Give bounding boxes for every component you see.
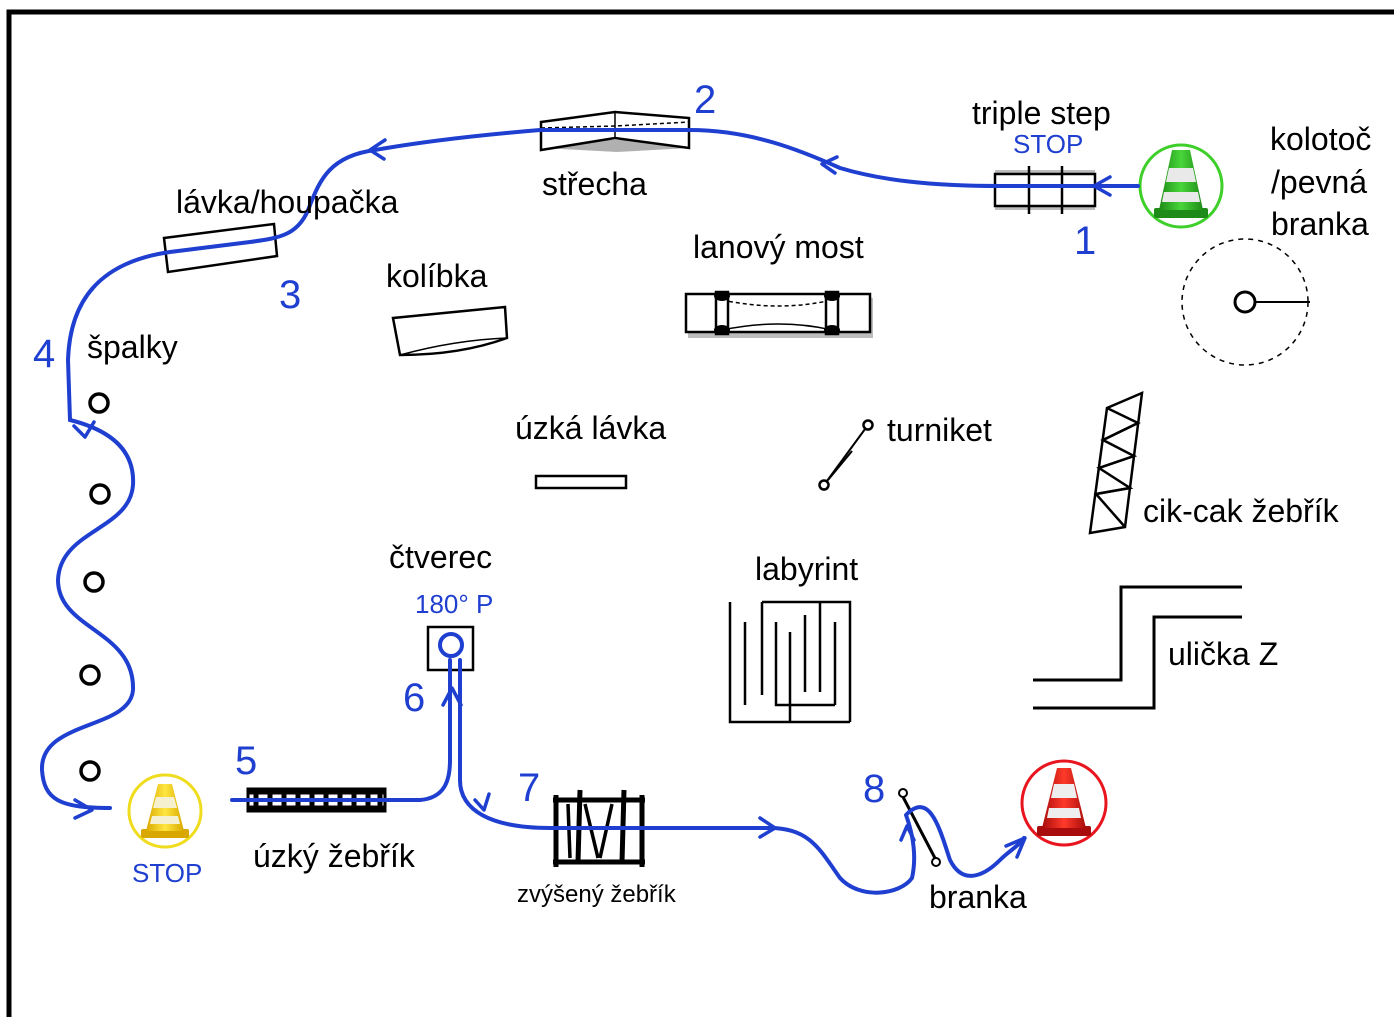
step-number-2: 2 bbox=[694, 78, 716, 122]
obstacle-turniket bbox=[818, 419, 874, 491]
arena-border bbox=[6, 9, 1394, 1017]
step-number-5: 5 bbox=[235, 739, 257, 783]
label-lanovy-most: lanový most bbox=[693, 229, 864, 265]
label-zvyseny-zebrik: zvýšený žebřík bbox=[517, 881, 677, 908]
step-number-1: 1 bbox=[1074, 219, 1096, 263]
label-uzka-lavka: úzká lávka bbox=[515, 410, 666, 446]
traffic-cone-icon bbox=[141, 784, 189, 838]
label-stop-triple: STOP bbox=[1013, 129, 1083, 159]
stump bbox=[89, 483, 111, 505]
obstacle-kolibka bbox=[391, 305, 509, 357]
label-labyrint: labyrint bbox=[755, 551, 858, 587]
obstacle-lavka-houpacka bbox=[162, 222, 279, 274]
stump bbox=[88, 392, 110, 414]
stump bbox=[79, 760, 101, 782]
label-kolotoc-line1: kolotoč bbox=[1270, 121, 1371, 157]
stump bbox=[83, 571, 105, 593]
label-cik-cak: cik-cak žebřík bbox=[1143, 493, 1340, 529]
obstacle-lanovy-most bbox=[684, 290, 873, 338]
stump bbox=[79, 664, 101, 686]
start-cone bbox=[1138, 143, 1224, 229]
label-strecha: střecha bbox=[542, 166, 647, 202]
step-number-3: 3 bbox=[279, 273, 301, 317]
step-number-6: 6 bbox=[403, 676, 425, 720]
traffic-cone-icon bbox=[1154, 150, 1208, 218]
traffic-cone-icon bbox=[1037, 768, 1091, 836]
label-branka: branka bbox=[929, 879, 1027, 915]
obstacle-spalky bbox=[79, 392, 111, 782]
label-kolotoc-line3: branka bbox=[1271, 206, 1369, 242]
label-lavka-houpacka: lávka/houpačka bbox=[176, 184, 399, 220]
label-kolibka: kolíbka bbox=[386, 258, 488, 294]
label-ctverec: čtverec bbox=[389, 539, 492, 575]
label-stop-start: STOP bbox=[132, 858, 202, 888]
obstacle-kolotoc bbox=[1181, 238, 1310, 366]
obstacle-branka bbox=[898, 788, 941, 867]
label-ulicka-z: ulička Z bbox=[1168, 636, 1278, 672]
step-number-4: 4 bbox=[33, 332, 55, 376]
label-uzky-zebrik: úzký žebřík bbox=[253, 838, 416, 874]
obstacle-labyrint bbox=[728, 600, 852, 724]
label-triple-step: triple step bbox=[972, 95, 1111, 131]
handler-route bbox=[39, 128, 1140, 895]
finish-cone bbox=[1020, 759, 1108, 847]
obstacle-triple-step bbox=[993, 166, 1097, 214]
label-turniket: turniket bbox=[887, 412, 992, 448]
step-number-7: 7 bbox=[518, 766, 540, 810]
obstacle-uzky-zebrik bbox=[246, 787, 387, 813]
label-180-turn: 180° P bbox=[415, 589, 493, 619]
obstacle-ulicka-z bbox=[1033, 585, 1242, 710]
obstacle-cik-cak-zebrik bbox=[1088, 390, 1144, 535]
obstacle-uzka-lavka bbox=[534, 474, 628, 490]
label-spalky: špalky bbox=[87, 329, 178, 365]
step-number-8: 8 bbox=[863, 767, 885, 811]
yellow-cone bbox=[127, 773, 203, 849]
route-arrows bbox=[72, 138, 1112, 859]
label-kolotoc-line2: /pevná bbox=[1271, 164, 1367, 200]
